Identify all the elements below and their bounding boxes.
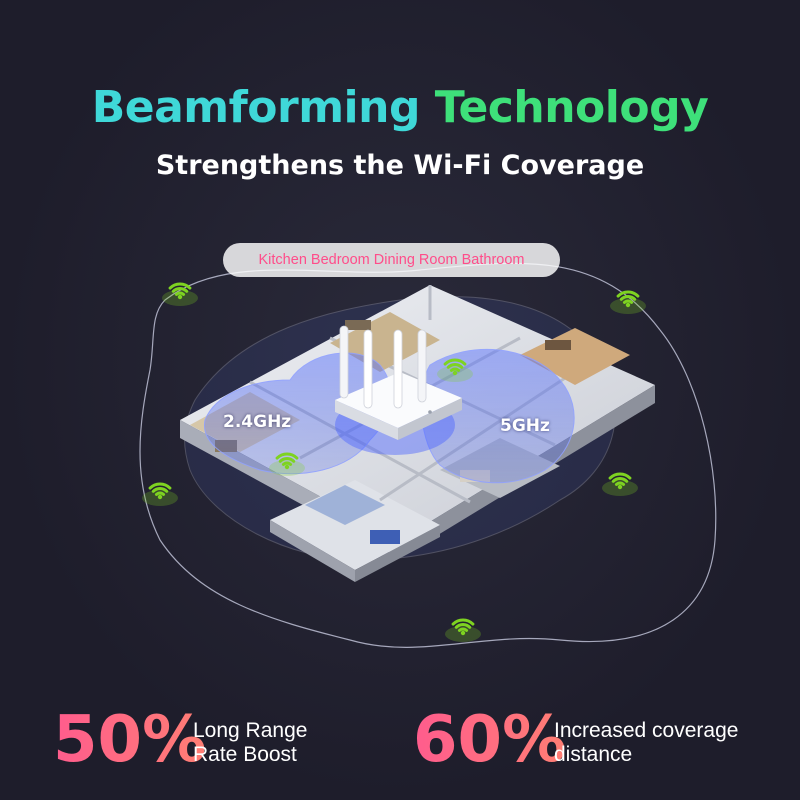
band-label-5ghz: 5GHz (500, 416, 550, 436)
router-illustration (335, 325, 462, 440)
wifi-signal-icon (162, 282, 198, 306)
stat-coverage-value: 60% (413, 700, 566, 780)
wifi-signal-icon (445, 618, 481, 642)
stat-coverage-line2: distance (554, 743, 633, 766)
page-subtitle: Strengthens the Wi-Fi Coverage (155, 150, 645, 181)
title-word-1: Beamforming (91, 82, 421, 133)
stat-range: 50% Long Range Rate Boost (53, 700, 383, 780)
stat-coverage-desc: Increased coverage distance (554, 719, 738, 767)
stat-range-line2: Rate Boost (193, 743, 297, 766)
page-title: Beamforming Technology (0, 82, 800, 133)
wifi-signal-icon (142, 482, 178, 506)
stat-range-line1: Long Range (193, 719, 308, 742)
rooms-label: Kitchen Bedroom Dining Room Bathroom (223, 243, 560, 277)
stat-coverage-line1: Increased coverage (554, 719, 739, 742)
title-word-2: Technology (434, 82, 709, 133)
stat-range-desc: Long Range Rate Boost (193, 719, 307, 767)
wifi-signal-icon (269, 452, 305, 476)
stat-range-value: 50% (53, 700, 206, 780)
zone-5ghz (420, 348, 575, 484)
wifi-signal-icon (610, 290, 646, 314)
wifi-signal-icon (602, 472, 638, 496)
band-label-24ghz: 2.4GHz (223, 412, 292, 432)
wifi-signal-icon (437, 358, 473, 382)
stat-coverage: 60% Increased coverage distance (413, 700, 783, 780)
